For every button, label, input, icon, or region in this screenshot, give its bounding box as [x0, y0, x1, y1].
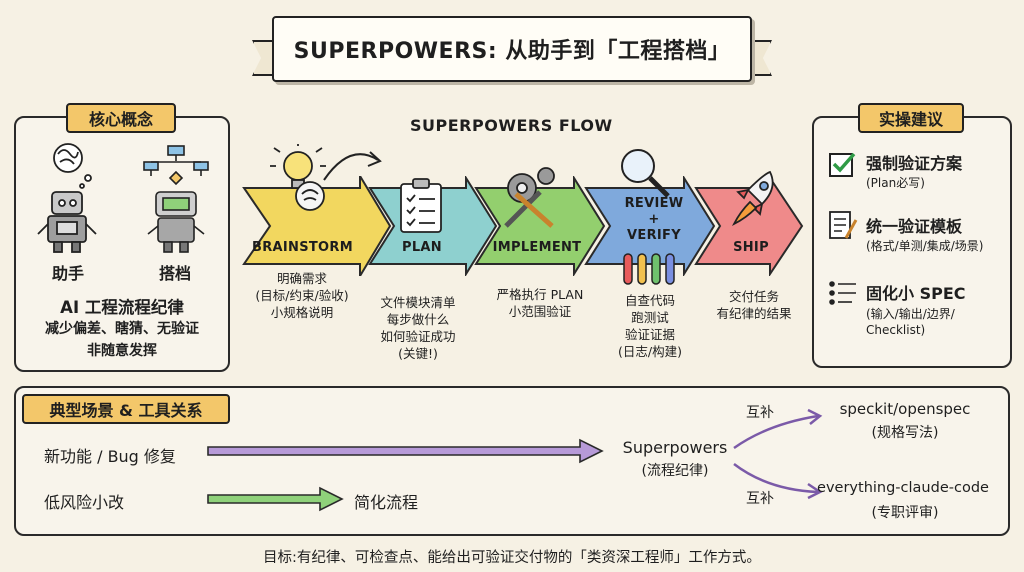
desc-line: 明确需求 — [276, 271, 327, 286]
step-desc-review: 自查代码 跑测试 验证证据 (日志/构建) — [598, 292, 702, 360]
flow-chevrons — [242, 176, 804, 276]
desc-line: 文件模块清单 — [380, 295, 456, 310]
list-icon — [829, 281, 856, 305]
tool1-sub: (规格写法) — [871, 425, 939, 441]
complement-arrows — [733, 408, 823, 500]
desc-line: 严格执行 PLAN — [496, 287, 584, 302]
scenarios-tag-label: 典型场景 & 工具关系 — [49, 401, 203, 420]
checkbox-icon — [829, 152, 856, 177]
arrow-to-superpowers — [207, 438, 604, 464]
rocket-icon — [731, 170, 774, 227]
desc-line: 小范围验证 — [508, 304, 572, 319]
core-concept-tag-label: 核心概念 — [88, 110, 153, 129]
desc-line: 如何验证成功 — [380, 329, 456, 344]
document-pen-icon — [829, 211, 858, 239]
desc-line: (关键!) — [398, 346, 438, 361]
tip-title-3: 固化小 SPEC — [866, 284, 966, 303]
step-desc-implement: 严格执行 PLAN 小范围验证 — [478, 286, 602, 320]
flow-title: SUPERPOWERS FLOW — [410, 116, 613, 135]
desc-line: 交付任务 — [728, 289, 779, 304]
title-banner: SUPERPOWERS: 从助手到「工程搭档」 — [272, 16, 752, 82]
scenario-simplified: 简化流程 — [354, 493, 419, 512]
tip-sub-1: (Plan必写) — [866, 176, 925, 190]
step-desc-plan: 文件模块清单 每步做什么 如何验证成功 (关键!) — [362, 294, 474, 362]
assistant-robot-icon — [37, 143, 97, 253]
step-label-brainstorm: BRAINSTORM — [252, 240, 353, 255]
tips-tag: 实操建议 — [858, 103, 964, 133]
arrow-to-simplified — [207, 486, 344, 512]
test-tubes-icon — [623, 253, 675, 285]
clipboard-checklist-icon — [400, 178, 442, 233]
tip-sub-2: (格式/单测/集成/场景) — [866, 239, 984, 253]
footer-goal: 目标:有纪律、可检查点、能给出可验证交付物的「类资深工程师」工作方式。 — [263, 550, 761, 566]
desc-line: (日志/构建) — [618, 344, 682, 359]
gear-tools-icon — [504, 167, 555, 228]
tool1-label: speckit/openspec — [839, 400, 971, 418]
chevron-brainstorm — [242, 176, 392, 276]
complement-label-2: 互补 — [746, 491, 774, 507]
tool2-label: everything-claude-code — [817, 480, 989, 496]
step-label-review: REVIEW — [624, 196, 684, 211]
step-label-plan: PLAN — [402, 240, 442, 255]
core-concept-panel — [14, 116, 230, 372]
magnifier-icon — [621, 149, 670, 198]
chevron-review — [584, 176, 716, 276]
core-concept-tag: 核心概念 — [66, 103, 176, 133]
page-title: SUPERPOWERS: 从助手到「工程搭档」 — [293, 39, 731, 64]
desc-line: 验证证据 — [624, 327, 675, 342]
desc-line: 每步做什么 — [386, 312, 450, 327]
lightbulb-brain-icon — [270, 144, 326, 211]
scenario-lowrisk: 低风险小改 — [44, 493, 125, 512]
core-line2: 非随意发挥 — [87, 343, 157, 359]
scenarios-tag: 典型场景 & 工具关系 — [22, 394, 230, 424]
step-label-verify: VERIFY — [627, 228, 681, 243]
superpowers-sub: (流程纪律) — [641, 463, 709, 479]
desc-line: 跑测试 — [631, 310, 669, 325]
tips-tag-label: 实操建议 — [878, 110, 943, 129]
desc-line: 小规格说明 — [270, 305, 334, 320]
core-line1: 减少偏差、瞎猜、无验证 — [45, 321, 199, 337]
step-label-plus: + — [648, 212, 660, 227]
step-label-ship: SHIP — [733, 240, 769, 255]
step-label-implement: IMPLEMENT — [492, 240, 582, 255]
complement-label-1: 互补 — [746, 405, 774, 421]
desc-line: (目标/约束/验收) — [255, 288, 349, 303]
desc-line: 有纪律的结果 — [716, 306, 792, 321]
step-desc-brainstorm: 明确需求 (目标/约束/验收) 小规格说明 — [240, 270, 364, 321]
chevron-implement — [474, 176, 606, 276]
tool2-sub: (专职评审) — [871, 505, 939, 521]
partner-robot-icon — [143, 145, 209, 253]
tip-title-1: 强制验证方案 — [866, 154, 963, 173]
desc-line: 自查代码 — [624, 293, 675, 308]
scenario-feature: 新功能 / Bug 修复 — [44, 447, 176, 466]
superpowers-label: Superpowers — [622, 438, 728, 457]
tip-sub-3a: (输入/输出/边界/ — [866, 307, 955, 321]
assistant-label: 助手 — [51, 264, 84, 283]
step-desc-ship: 交付任务 有纪律的结果 — [702, 288, 806, 322]
flow-arc-arrow — [323, 151, 382, 181]
core-headline: AI 工程流程纪律 — [60, 298, 184, 317]
tip-sub-3b: Checklist) — [866, 323, 926, 337]
partner-label: 搭档 — [158, 264, 191, 283]
tip-title-2: 统一验证模板 — [866, 217, 963, 236]
